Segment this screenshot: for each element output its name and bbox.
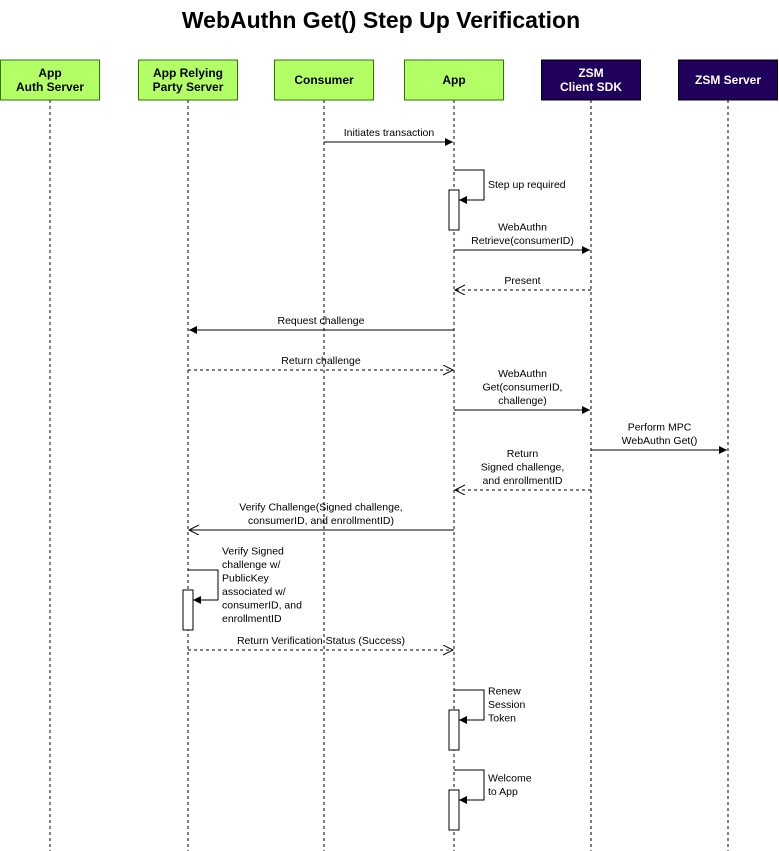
message-label: consumerID, and <box>222 599 302 611</box>
participant-box-auth <box>0 59 100 101</box>
message-label: Signed challenge, <box>481 462 564 474</box>
message-label: Renew <box>488 686 521 698</box>
activation-bars <box>182 189 460 831</box>
message-label: WebAuthn <box>498 222 547 234</box>
participant-label-sdk: Client SDK <box>560 80 622 94</box>
message-label: enrollmentID <box>222 613 282 625</box>
message-label: and enrollmentID <box>483 475 563 487</box>
message-label: Session <box>488 699 526 711</box>
activation-bar <box>448 789 460 831</box>
activation-bar <box>182 589 194 631</box>
message-label: Return <box>507 448 539 460</box>
message-label: Initiates transaction <box>344 127 435 139</box>
participant-box-app <box>404 59 504 101</box>
self-message-arrow <box>454 769 485 804</box>
message-label: Verify Signed <box>222 545 284 557</box>
message-label: Retrieve(consumerID) <box>471 235 574 247</box>
participant-label-app: App <box>442 73 465 87</box>
activation-bar <box>448 189 460 231</box>
message-label: Return Verification Status (Success) <box>237 635 405 647</box>
activation-bar <box>448 709 460 751</box>
message-label: challenge w/ <box>222 559 280 571</box>
message-label: WebAuthn <box>498 368 547 380</box>
participant-label-sdk: ZSM <box>578 66 603 80</box>
participant-label-auth: Auth Server <box>16 80 84 94</box>
message-label: Step up required <box>488 179 566 191</box>
message-label: Verify Challenge(Signed challenge, <box>239 502 402 514</box>
self-message-arrow <box>454 169 485 204</box>
participant-box-consumer <box>274 59 374 101</box>
participant-label-rp: App Relying <box>153 66 223 80</box>
message-label: Present <box>504 275 540 287</box>
participant-label-rp: Party Server <box>153 80 224 94</box>
message-label: Token <box>488 713 516 725</box>
message-label: Get(consumerID, <box>483 382 563 394</box>
message-label: WebAuthn Get() <box>622 435 698 447</box>
lifelines <box>49 100 729 851</box>
participant-box-sdk <box>541 59 641 101</box>
message-label: Return challenge <box>281 355 361 367</box>
participant-label-auth: App <box>38 66 61 80</box>
message-label: associated w/ <box>222 586 286 598</box>
participant-label-server: ZSM Server <box>695 73 761 87</box>
participant-box-server <box>678 59 778 101</box>
participant-box-rp <box>138 59 238 101</box>
self-message-arrow <box>454 689 485 724</box>
message-label: Perform MPC <box>628 422 692 434</box>
message-label: challenge) <box>498 395 546 407</box>
message-label: Request challenge <box>278 315 365 327</box>
message-label: PublicKey <box>222 572 269 584</box>
self-message-arrow <box>188 569 219 604</box>
diagram-title: WebAuthn Get() Step Up Verification <box>182 7 580 33</box>
message-label: consumerID, and enrollmentID) <box>248 515 394 527</box>
message-label: Welcome <box>488 772 532 784</box>
message-label: to App <box>488 786 518 798</box>
participant-label-consumer: Consumer <box>294 73 354 87</box>
